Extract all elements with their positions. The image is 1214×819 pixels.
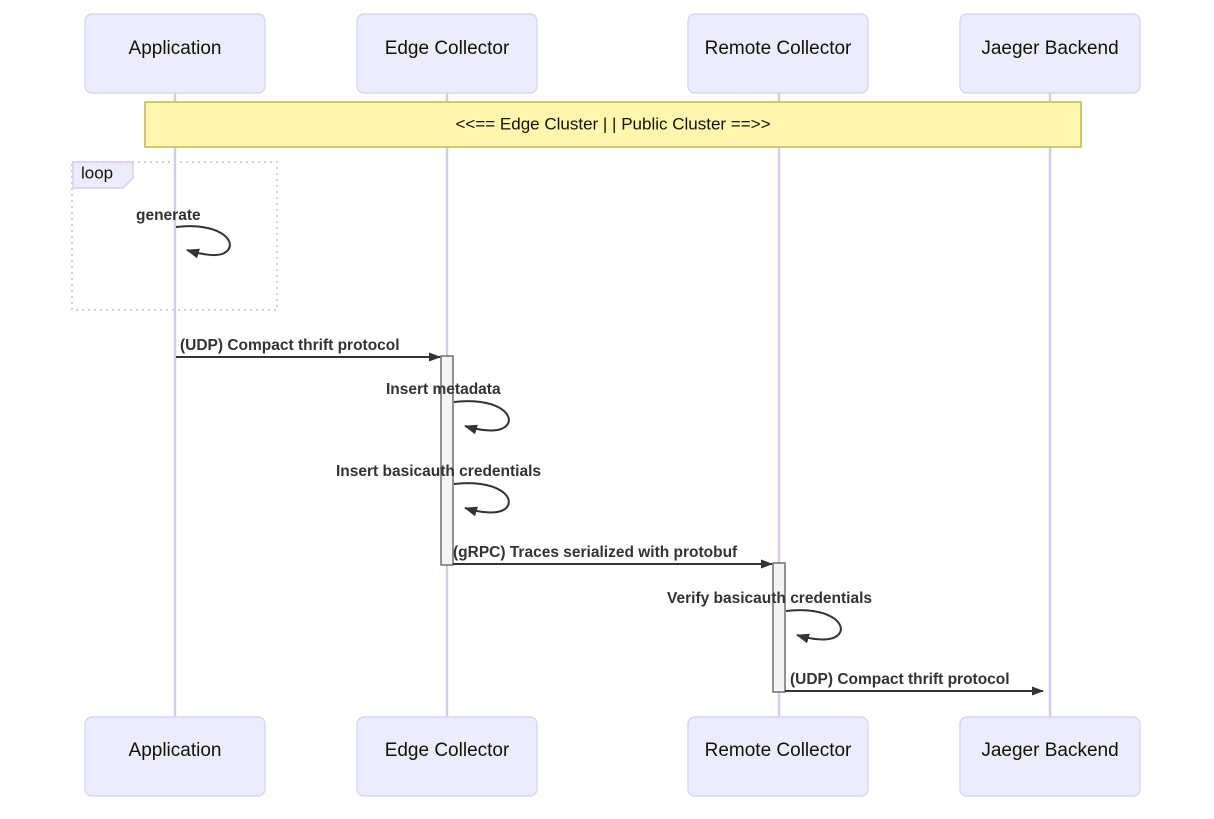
participant-label: Edge Collector [385, 38, 510, 59]
message-label: generate [136, 207, 201, 224]
message-label: Verify basicauth credentials [667, 590, 872, 607]
participant-box[interactable] [687, 716, 869, 797]
loop-tag [72, 161, 134, 189]
message-label: (gRPC) Traces serialized with protobuf [453, 544, 738, 561]
participant-label: Jaeger Backend [981, 740, 1118, 761]
participant-application-top[interactable]: Application [84, 13, 266, 94]
participant-edge-collector-top[interactable]: Edge Collector [356, 13, 538, 94]
message-udp-compact-thrift-1: (UDP) Compact thrift protocol [176, 337, 441, 362]
participant-label: Jaeger Backend [981, 38, 1118, 59]
message-udp-compact-thrift-2: (UDP) Compact thrift protocol [785, 671, 1044, 696]
participant-label: Application [129, 38, 222, 59]
message-label: Insert basicauth credentials [336, 463, 541, 480]
participant-label: Remote Collector [705, 740, 852, 761]
activations [440, 355, 786, 693]
self-loop-arrow [453, 482, 510, 517]
participant-box[interactable] [84, 716, 266, 797]
message-insert-basicauth-credentials: Insert basicauth credentials [336, 463, 541, 517]
activation-edge-collector [440, 355, 454, 566]
message-insert-metadata: Insert metadata [386, 381, 510, 435]
note-box [144, 101, 1082, 148]
participant-label: Remote Collector [705, 38, 852, 59]
self-loop-arrow [453, 400, 510, 435]
participant-box[interactable] [687, 13, 869, 94]
participant-box[interactable] [356, 716, 538, 797]
message-generate: generate [136, 207, 231, 259]
participant-remote-collector-top[interactable]: Remote Collector [687, 13, 869, 94]
activation-remote-collector [772, 562, 786, 693]
message-grpc-traces-protobuf: (gRPC) Traces serialized with protobuf [453, 544, 773, 569]
participant-box[interactable] [84, 13, 266, 94]
participant-application-bottom[interactable]: Application [84, 716, 266, 797]
participant-label: Edge Collector [385, 740, 510, 761]
loop-fragment: loop [71, 161, 278, 311]
message-verify-basicauth-credentials: Verify basicauth credentials [667, 590, 872, 644]
participant-remote-collector-bottom[interactable]: Remote Collector [687, 716, 869, 797]
loop-tag-label: loop [81, 163, 113, 182]
loop-frame [71, 161, 278, 311]
participant-box[interactable] [959, 13, 1141, 94]
note-label: <<== Edge Cluster | | Public Cluster ==>… [455, 114, 770, 133]
message-label: Insert metadata [386, 381, 501, 398]
message-label: (UDP) Compact thrift protocol [180, 337, 400, 354]
cluster-note: <<== Edge Cluster | | Public Cluster ==>… [144, 101, 1082, 148]
participant-jaeger-backend-top[interactable]: Jaeger Backend [959, 13, 1141, 94]
self-loop-arrow [785, 609, 842, 644]
lifelines [173, 92, 1052, 717]
participant-box[interactable] [356, 13, 538, 94]
self-loop-arrow [175, 225, 231, 259]
participant-edge-collector-bottom[interactable]: Edge Collector [356, 716, 538, 797]
participant-jaeger-backend-bottom[interactable]: Jaeger Backend [959, 716, 1141, 797]
participant-box[interactable] [959, 716, 1141, 797]
message-label: (UDP) Compact thrift protocol [790, 671, 1010, 688]
participant-label: Application [129, 740, 222, 761]
